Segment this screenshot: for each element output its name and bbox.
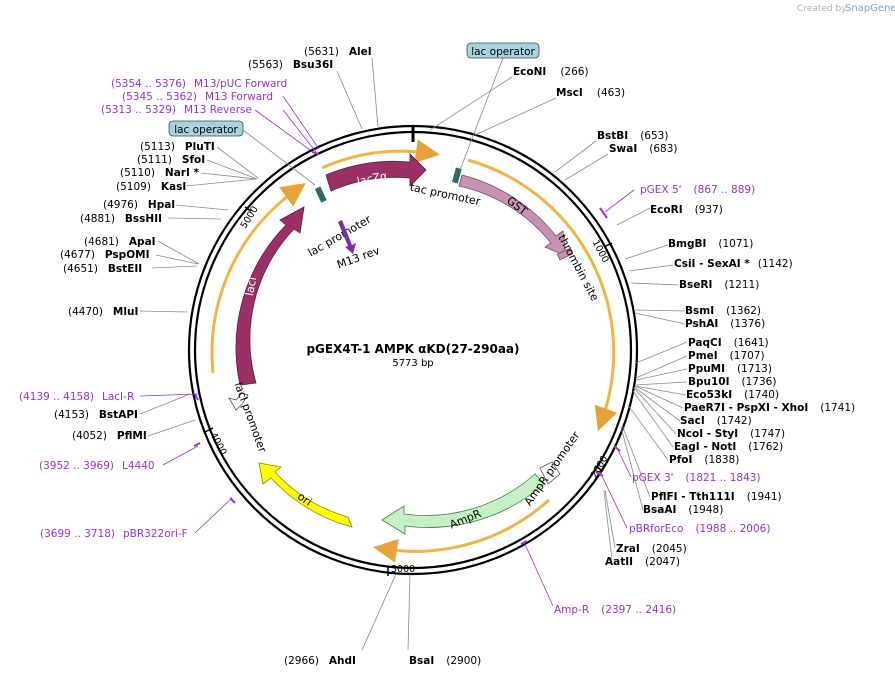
enzyme-nari: (5110)NarI * [120,167,200,179]
enzyme-paqci: PaqCI(1641) [688,337,769,349]
orf-arc-gst [467,158,618,432]
enzyme-saci: SacI(1742) [680,415,752,427]
feature-laci [235,206,305,386]
enzyme-pflmi: (4052)PflMI [72,430,147,442]
primer-pbr322ori-f: (3699 .. 3718)pBR322ori-F [40,528,188,540]
orf-arc-lacz [321,139,440,170]
enzyme-eagi-noti: EagI - NotI(1762) [674,441,783,453]
feature-m13-rev-arrow [338,220,356,254]
enzyme-bstapi: (4153)BstAPI [54,409,138,421]
feature-laci-promoter-arrow [228,392,249,411]
tick-4000 [204,427,214,433]
enzyme-bseri: BseRI(1211) [679,279,759,291]
feature-thrombin-site [556,247,574,261]
enzyme-paer7i-pspxi-xhoi: PaeR7I - PspXI - XhoI(1741) [684,402,855,414]
primer-amp-r: Amp-R(2397 .. 2416) [554,604,676,616]
enzyme-pshai: PshAI(1376) [685,318,765,330]
enzyme-labels-left: (2966)AhdI (4052)PflMI (4153)BstAPI (447… [54,46,372,667]
feature-lacz-alpha [325,153,427,192]
enzyme-bpu10i: Bpu10I(1736) [688,376,776,388]
primer-m13-reverse: (5313 .. 5329)M13 Reverse [101,104,252,116]
enzyme-ncoi-styi: NcoI - StyI(1747) [677,428,785,440]
enzyme-msci: MscI(463) [556,87,625,99]
enzyme-zrai: ZraI(2045) [616,543,687,555]
enzyme-ahdi: (2966)AhdI [284,655,356,667]
enzyme-econi: EcoNI(266) [513,66,589,78]
enzyme-swai: SwaI(683) [609,143,678,155]
orf-arcs [210,139,618,563]
enzyme-pfoi: PfoI(1838) [669,454,739,466]
enzyme-leaders [139,57,688,651]
enzyme-pspomi: (4677)PspOMI [60,249,149,261]
feature-laci-label: lacI [243,276,259,297]
enzyme-sfoi: (5111)SfoI [137,154,205,166]
primer-m13-puc-forward: (5354 .. 5376)M13/pUC Forward [111,78,287,90]
enzyme-pluti: (5113)PluTI [140,141,215,153]
enzyme-bsu36i: (5563)Bsu36I [248,59,333,71]
lac-operator-top: lac operator [459,42,540,171]
primer-pgex-3: pGEX 3'(1821 .. 1843) [632,472,761,484]
tick-5000 [244,206,252,212]
created-by-label: Created by [797,4,847,14]
enzyme-bsai: BsaI(2900) [409,655,481,667]
plasmid-length: 5773 bp [392,358,433,369]
svg-text:lac operator: lac operator [174,124,238,136]
primer-pbrforeco: pBRforEco(1988 .. 2006) [629,523,770,535]
primer-laci-r: (4139 .. 4158)LacI-R [19,391,134,403]
enzyme-bmgbi: BmgBI(1071) [668,238,753,250]
feature-lacz-label: lacZα [356,169,389,188]
enzyme-ecori: EcoRI(937) [650,204,723,216]
enzyme-csii-sexai: CsiI - SexAI *(1142) [674,258,793,270]
orf-arc-ampr [373,498,551,563]
tick-label-3000: 3000 [391,564,415,575]
tick-2000 [594,465,604,472]
enzyme-pmei: PmeI(1707) [688,350,765,362]
enzyme-bsmi: BsmI(1362) [685,305,761,317]
enzyme-labels: EcoNI(266) MscI(463) BstBI(653) SwaI(683… [409,66,855,667]
primer-m13-forward: (5345 .. 5362)M13 Forward [122,91,273,103]
feature-ampr-promoter-arrow [539,461,561,485]
enzyme-apai: (4681)ApaI [84,236,156,248]
feature-tac-promoter-box [452,167,462,184]
enzyme-ppumi: PpuMI(1713) [688,363,772,375]
enzyme-hpai: (4976)HpaI [103,199,175,211]
feature-laci-promoter-label: lacI promoter [232,380,270,454]
enzyme-aatii: AatII(2047) [605,556,680,568]
enzyme-bstbi: BstBI(653) [597,130,668,142]
enzyme-eco53ki: Eco53kI(1740) [686,389,779,401]
svg-text:lac operator: lac operator [471,46,535,58]
snapgene-logo: SnapGene [845,3,895,14]
tick-label-2000: 2000 [589,454,611,480]
backbone [187,124,639,576]
enzyme-bsteii: (4651)BstEII [63,263,142,275]
feature-m13-rev-label: M13 rev [335,244,382,272]
primer-labels: (5354 .. 5376)M13/pUC Forward (5345 .. 5… [19,78,770,616]
enzyme-kasi: (5109)KasI [116,181,186,193]
enzyme-mlui: (4470)MluI [68,306,138,318]
enzyme-bsshii: (4881)BssHII [80,213,162,225]
orf-arc-laci [210,183,306,374]
feature-gst [458,174,567,257]
enzyme-pflfi-tth111i: PflFI - Tth111I(1941) [651,491,782,503]
lac-operator-left: lac operator [168,120,316,186]
feature-ampr [381,473,545,535]
primer-leaders [139,95,635,607]
plasmid-name: pGEX4T-1 AMPK αKD(27-290aa) [306,342,519,356]
feature-ori [258,462,353,528]
primer-l4440: (3952 .. 3969)L4440 [39,460,155,472]
enzyme-alei: (5631)AleI [304,46,372,58]
enzyme-bsaai: BsaAI(1948) [643,504,723,516]
tick-1000 [603,242,613,248]
primer-pgex-5: pGEX 5'(867 .. 889) [640,184,755,196]
feature-lac-promoter-box [314,186,327,203]
